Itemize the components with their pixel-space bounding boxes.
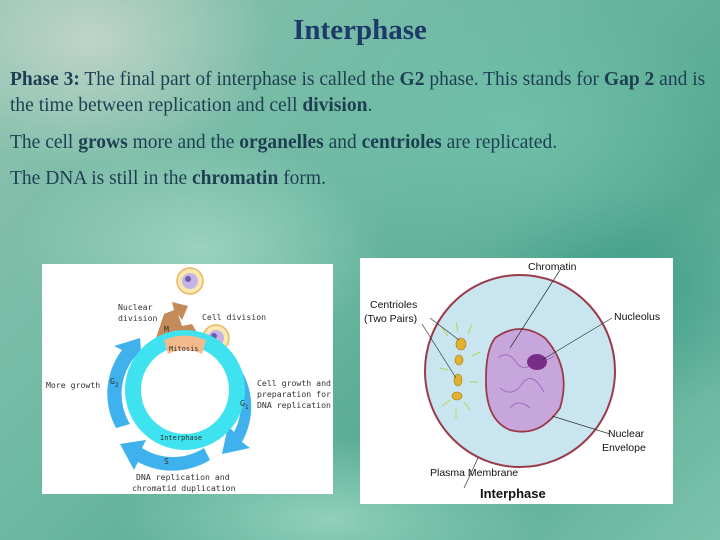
bold-term: Gap 2 [603,69,655,90]
bold-term: grows [78,132,128,153]
bold-term: Phase 3: [10,69,80,90]
s-desc-line2: chromatid duplication [132,483,236,493]
s-arrow [120,440,210,471]
nuclear-division-label-2: division [118,313,158,323]
bold-term: centrioles [361,132,442,153]
plasma-membrane-label: Plasma Membrane [430,467,518,479]
chromatin-label: Chromatin [528,261,577,273]
centrioles-icon [451,337,467,401]
text-segment: and is the time between replication and … [10,69,706,116]
cell-cycle-diagram: M Nuclear division Cell division Mitosis… [42,264,333,494]
paragraph-phase3: Phase 3: The final part of interphase is… [10,67,714,119]
nucleolus-label: Nucleolus [614,311,660,323]
nucleolus [527,354,547,370]
g1-label: G1 [240,398,249,411]
bold-term: organelles [239,132,324,153]
g1-desc-line1: Cell growth and [257,378,331,388]
text-segment: phase. This stands for [424,69,604,90]
interphase-cell-diagram: Chromatin Centrioles (Two Pairs) Nucleol… [360,258,673,504]
more-growth-label: More growth [46,380,100,390]
nuclear-envelope-label-2: Envelope [602,442,646,454]
leader-lines [421,269,613,489]
mitosis-label: Mitosis [169,345,199,353]
m-phase-label: M [164,324,169,334]
g2-arrow [107,338,142,428]
aster-fibers [439,321,481,418]
s-desc-line1: DNA replication and [136,472,230,482]
daughter-cell-top-icon [176,267,204,295]
text-segment: and [323,132,362,153]
interphase-ring-label: Interphase [160,434,202,442]
bold-term: G2 [399,69,425,90]
cell-division-label: Cell division [202,312,266,322]
nuclear-envelope-label: Nuclear [608,428,645,440]
cell-diagram-caption: Interphase [480,486,546,501]
text-segment: The final part of interphase is called t… [79,69,400,90]
bold-term: division [302,95,368,116]
paragraph-dna-chromatin: The DNA is still in the chromatin form. [10,166,714,192]
centrioles-label: Centrioles [370,299,417,311]
centrioles-label-2: (Two Pairs) [364,313,417,325]
mitosis-segment [164,335,206,354]
text-segment: form. [278,168,326,189]
text-segment: The DNA is still in the [10,168,192,189]
nuclear-division-label: Nuclear [118,302,153,312]
g1-desc-line3: DNA replication [257,400,331,410]
slide-title: Interphase [293,14,427,46]
text-segment: are replicated. [441,132,558,153]
text-segment: more and the [127,132,240,153]
paragraph-cell-grows: The cell grows more and the organelles a… [10,130,714,156]
interphase-ring [125,330,245,450]
s-label: S [164,456,169,466]
text-segment: . [367,95,373,116]
text-segment: The cell [10,132,79,153]
g2-label: G2 [110,376,119,389]
g1-desc-line2: preparation for [257,389,331,399]
bold-term: chromatin [192,168,279,189]
